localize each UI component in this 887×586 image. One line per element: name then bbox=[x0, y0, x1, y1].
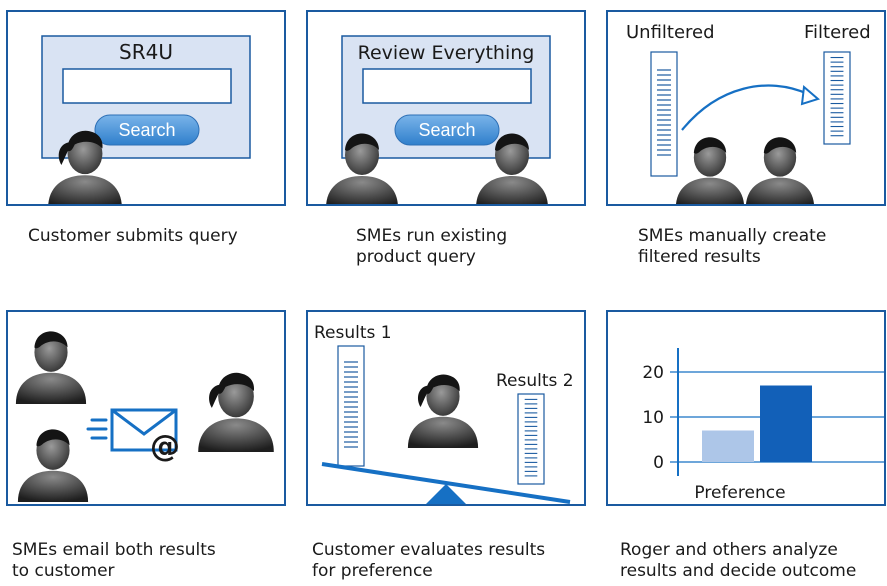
results-1-label: Results 1 bbox=[314, 323, 392, 343]
x-axis-label: Preference bbox=[694, 483, 785, 503]
form-title: Review Everything bbox=[358, 42, 535, 64]
caption-2: SMEs run existing product query bbox=[356, 226, 508, 267]
caption-4: SMEs email both results to customer bbox=[12, 540, 216, 581]
panel-4-illustration: @ bbox=[15, 331, 274, 502]
y-tick-label: 0 bbox=[653, 453, 664, 473]
search-button[interactable] bbox=[394, 114, 500, 146]
balance-fulcrum bbox=[426, 484, 466, 504]
panel-email-results: @ bbox=[6, 310, 286, 506]
at-symbol: @ bbox=[150, 429, 180, 464]
panel-analyze-outcome: 0 10 20 Preference bbox=[606, 310, 886, 506]
search-button[interactable] bbox=[94, 114, 200, 146]
panel-3-illustration: Unfiltered Filtered bbox=[626, 22, 871, 204]
y-tick-label: 10 bbox=[642, 408, 664, 428]
y-tick-label: 20 bbox=[642, 363, 664, 383]
caption-3: SMEs manually create filtered results bbox=[638, 226, 827, 267]
filter-arrow bbox=[681, 84, 809, 131]
form-title: SR4U bbox=[119, 40, 173, 64]
caption-1: Customer submits query bbox=[28, 226, 238, 246]
filtered-document bbox=[823, 51, 851, 145]
caption-6: Roger and others analyze results and dec… bbox=[620, 540, 857, 581]
preference-bar bbox=[760, 385, 812, 462]
panel-1-illustration: SR4U Search bbox=[41, 35, 251, 204]
search-button-label: Search bbox=[118, 120, 175, 140]
sme-avatar bbox=[17, 429, 89, 502]
customer-avatar bbox=[407, 374, 479, 448]
sme-avatar bbox=[675, 137, 745, 204]
filter-arrow-head bbox=[800, 85, 821, 106]
panel-evaluate-results: Results 1 Results 2 bbox=[306, 310, 586, 506]
caption-5: Customer evaluates results for preferenc… bbox=[312, 540, 546, 581]
results-1-document bbox=[337, 345, 365, 467]
preference-bar bbox=[702, 430, 754, 462]
email-envelope-icon bbox=[110, 408, 178, 452]
panel-filtered-results: Unfiltered Filtered bbox=[606, 10, 886, 206]
panel-2-illustration: Review Everything Search bbox=[326, 35, 551, 204]
search-button-label: Search bbox=[418, 120, 475, 140]
speed-lines bbox=[86, 418, 108, 440]
sme-avatar bbox=[745, 137, 815, 204]
balance-beam bbox=[321, 462, 571, 504]
filtered-label: Filtered bbox=[804, 22, 871, 43]
search-input[interactable] bbox=[362, 68, 532, 104]
panel-5-illustration: Results 1 Results 2 bbox=[314, 323, 574, 504]
search-input[interactable] bbox=[62, 68, 232, 104]
panel-sme-query: Review Everything Search bbox=[306, 10, 586, 206]
customer-avatar bbox=[198, 372, 274, 452]
results-2-label: Results 2 bbox=[496, 371, 574, 391]
unfiltered-label: Unfiltered bbox=[626, 22, 715, 43]
preference-chart: 0 10 20 Preference bbox=[642, 348, 884, 503]
results-2-document bbox=[517, 393, 545, 485]
sme-avatar bbox=[15, 331, 87, 404]
panel-customer-query: SR4U Search bbox=[6, 10, 286, 206]
